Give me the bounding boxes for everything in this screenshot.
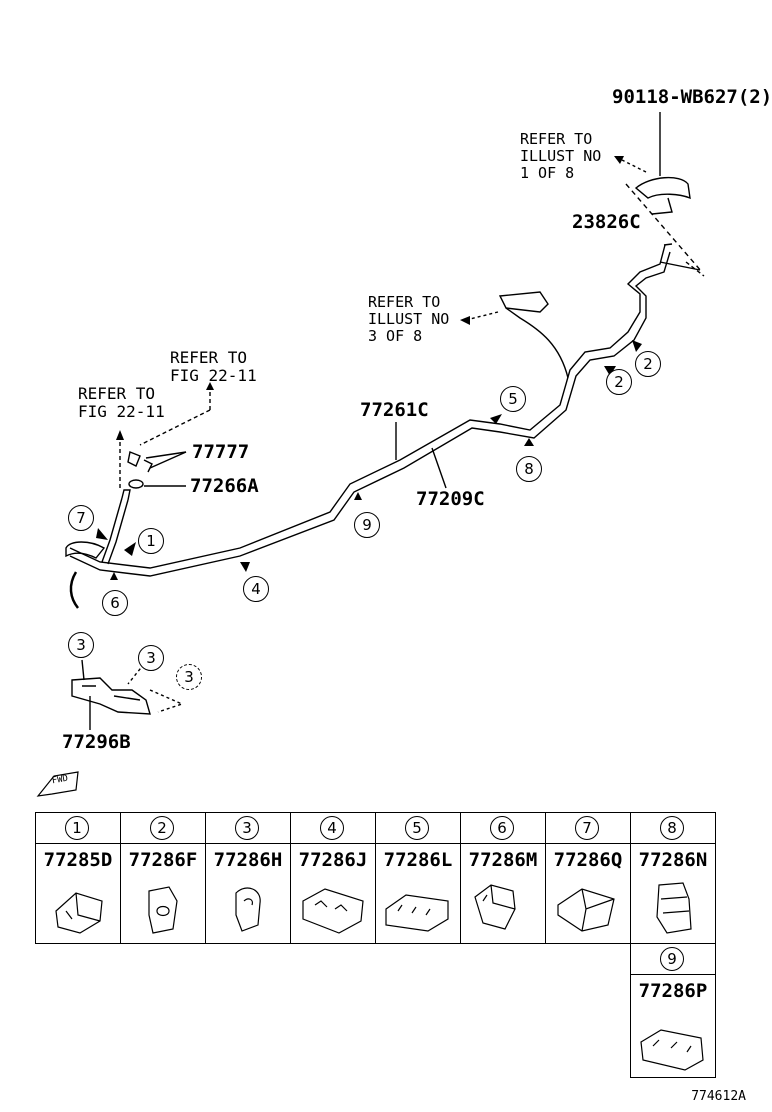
clamp-part-8: 77286N: [638, 849, 708, 871]
refer-illust-1-line1: REFER TO: [520, 130, 593, 148]
clamp-num-5: 5: [405, 816, 429, 840]
fuel-tube-lower: [69, 251, 671, 577]
fwd-arrow-icon: [36, 771, 79, 797]
arrow-clamp-5: [490, 414, 502, 424]
clamp-part-4: 77286J: [298, 849, 368, 871]
part-77209-label: 77209C: [416, 488, 485, 510]
refer-illust-3-line2: ILLUST NO: [368, 310, 450, 328]
clamp-4-icon: [302, 888, 364, 934]
refer-illust-3-line3: 3 OF 8: [368, 327, 423, 345]
arrow-clamp-4: [240, 562, 250, 572]
arrow-clamp-7: [96, 528, 108, 540]
callout-2b: 2: [635, 351, 661, 377]
callout-5: 5: [500, 386, 526, 412]
arrow-clamp-2b: [632, 340, 642, 352]
clamp-9-icon: [640, 1029, 704, 1071]
callout-3a: 3: [68, 632, 94, 658]
refer-illust-1-line3: 1 OF 8: [520, 164, 575, 182]
arrow-clamp-1: [124, 542, 136, 556]
clamp-2-icon: [148, 886, 178, 934]
refer-fig-a-line2: FIG 22-11: [170, 366, 257, 385]
clamp-part-6: 77286M: [468, 849, 538, 871]
clamp-num-1: 1: [65, 816, 89, 840]
clamp-num-4: 4: [320, 816, 344, 840]
part-77266-label: 77266A: [190, 475, 259, 497]
part-77261-label: 77261C: [360, 399, 429, 421]
clamp-cell-2: 2 77286F: [120, 812, 206, 944]
callout-6: 6: [102, 590, 128, 616]
clamp-cell-6: 6 77286M: [460, 812, 546, 944]
clamp-cell-4: 4 77286J: [290, 812, 376, 944]
clamp-cell-1: 1 77285D: [35, 812, 121, 944]
refer-fig-b-line2: FIG 22-11: [78, 402, 165, 421]
clamp-cell-3: 3 77286H: [205, 812, 291, 944]
clamp-cell-8: 8 77286N: [630, 812, 716, 944]
clamp-num-7: 7: [575, 816, 599, 840]
clamp-part-1: 77285D: [43, 849, 113, 871]
refer-fig-b-line1: REFER TO: [78, 384, 156, 403]
part-77777-label: 77777: [192, 441, 250, 463]
part-77296-label: 77296B: [62, 731, 131, 753]
clamp-num-9: 9: [660, 947, 684, 971]
clamp-part-9: 77286P: [638, 980, 708, 1002]
clamp-num-6: 6: [490, 816, 514, 840]
refer-illust-1-line2: ILLUST NO: [520, 147, 602, 165]
clamp-1-icon: [55, 892, 103, 934]
clamp-part-2: 77286F: [128, 849, 198, 871]
clamp-3-icon: [235, 887, 261, 932]
arrow-clamp-9: [354, 492, 362, 500]
arrow-clamp-8: [524, 438, 534, 446]
part-90118-label: 90118-WB627(2): [612, 86, 772, 108]
clamp-num-2: 2: [150, 816, 174, 840]
part-23826-label: 23826C: [572, 211, 641, 233]
callout-1: 1: [138, 528, 164, 554]
refer-fig-a-line1: REFER TO: [170, 348, 248, 367]
callout-3b: 3: [138, 645, 164, 671]
clamp-5-icon: [385, 894, 449, 932]
clamp-part-5: 77286L: [383, 849, 453, 871]
clamp-cell-7: 7 77286Q: [545, 812, 631, 944]
callout-2a: 2: [606, 369, 632, 395]
clamp-cell-9: 9 77286P: [630, 943, 716, 1078]
figure-code: 774612A: [691, 1089, 746, 1104]
clamp-8-icon: [656, 882, 692, 934]
fuel-tube-upper: [69, 244, 666, 569]
callout-9: 9: [354, 512, 380, 538]
clamp-6-icon: [474, 884, 516, 930]
callout-7: 7: [68, 505, 94, 531]
arrow-clamp-6: [110, 572, 118, 580]
clamp-part-3: 77286H: [213, 849, 283, 871]
clamp-cell-5: 5 77286L: [375, 812, 461, 944]
callout-8: 8: [516, 456, 542, 482]
clamp-7-icon: [557, 888, 615, 932]
clamp-num-3: 3: [235, 816, 259, 840]
clamp-num-8: 8: [660, 816, 684, 840]
clamp-part-7: 77286Q: [553, 849, 623, 871]
callout-3c: 3: [176, 664, 202, 690]
refer-illust-3-line1: REFER TO: [368, 293, 441, 311]
callout-4: 4: [243, 576, 269, 602]
